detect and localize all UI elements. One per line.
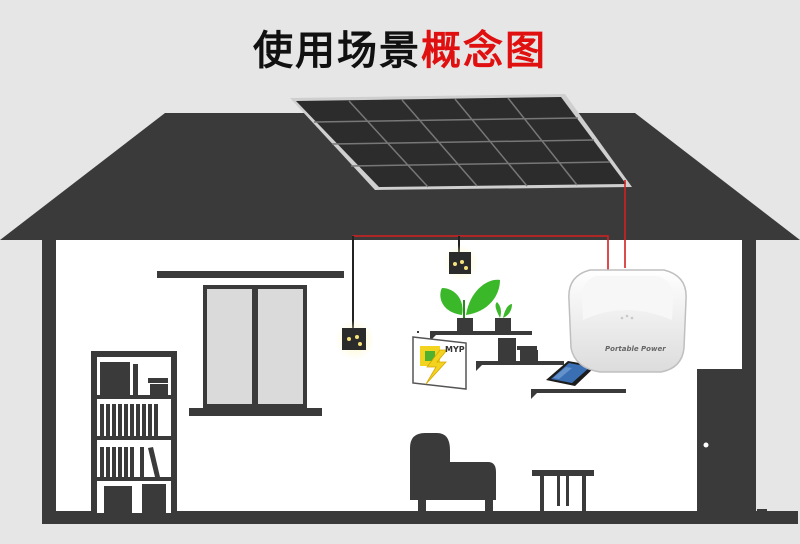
logo-text: MYP (445, 345, 465, 354)
curtain-rod (157, 271, 344, 278)
page-title: 使用场景概念图 (0, 18, 800, 76)
wall-shelf-left (417, 331, 419, 333)
door-icon (697, 369, 767, 521)
title-part-2: 概念图 (421, 28, 547, 74)
wall-shelf-bottom (531, 389, 626, 399)
title-part-1: 使用场景 (253, 28, 421, 74)
armchair-icon (410, 433, 496, 511)
bookshelf-icon (91, 351, 177, 513)
plant-icon (440, 279, 500, 331)
solar-panel-icon (290, 94, 632, 190)
window-icon (189, 285, 322, 416)
table-icon (532, 470, 594, 511)
device-label: Portable Power (605, 345, 666, 353)
plant-icon (495, 302, 512, 331)
portable-power-station-icon: Portable Power (568, 269, 687, 373)
wall-shelf-middle (476, 338, 564, 371)
brand-logo: MYP (412, 336, 467, 390)
light-bulb-icon (335, 236, 375, 360)
smartphone-icon (546, 361, 596, 386)
light-bulb-icon (443, 236, 479, 281)
